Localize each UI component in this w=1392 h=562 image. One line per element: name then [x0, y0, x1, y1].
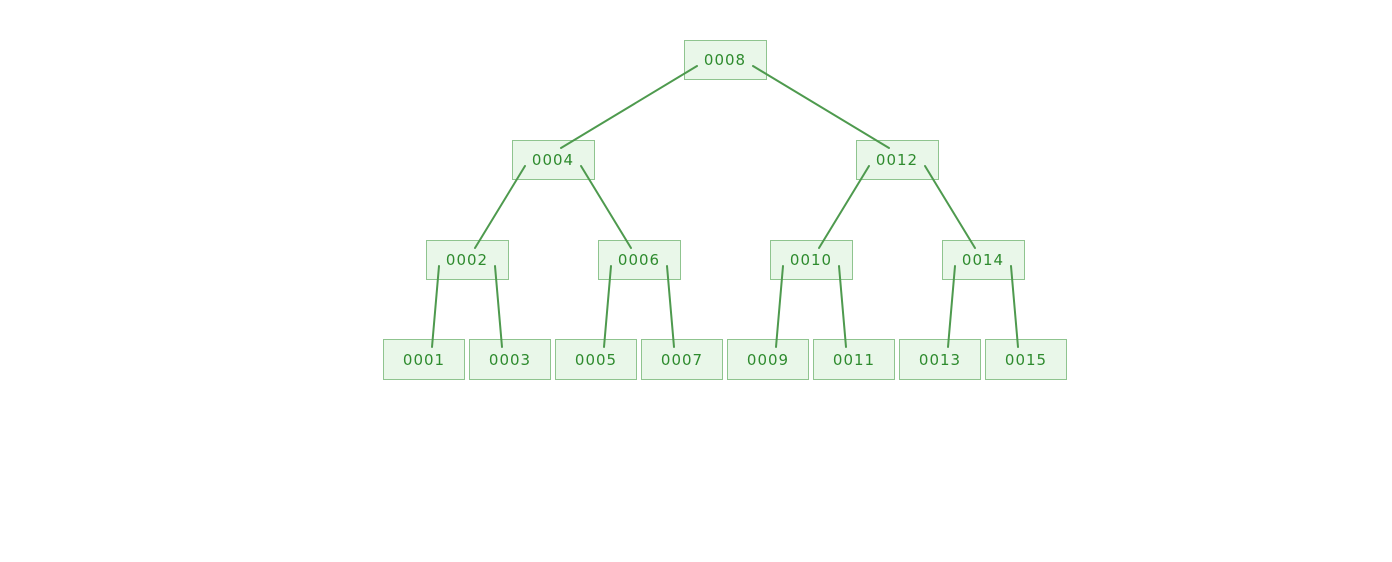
tree-node: 0014	[941, 240, 1025, 280]
tree-node: 0004	[511, 140, 595, 180]
tree-node: 0013	[899, 339, 981, 380]
tree-node: 0006	[597, 240, 681, 280]
tree-edge	[560, 65, 698, 149]
tree-node: 0012	[855, 140, 939, 180]
tree-edge	[752, 65, 890, 149]
tree-node: 0007	[641, 339, 723, 380]
tree-node: 0015	[985, 339, 1067, 380]
tree-node: 0011	[813, 339, 895, 380]
tree-node: 0008	[683, 40, 767, 80]
tree-node: 0003	[469, 339, 551, 380]
tree-node: 0005	[555, 339, 637, 380]
tree-node: 0002	[425, 240, 509, 280]
tree-node: 0009	[727, 339, 809, 380]
tree-node: 0010	[769, 240, 853, 280]
tree-node: 0001	[383, 339, 465, 380]
